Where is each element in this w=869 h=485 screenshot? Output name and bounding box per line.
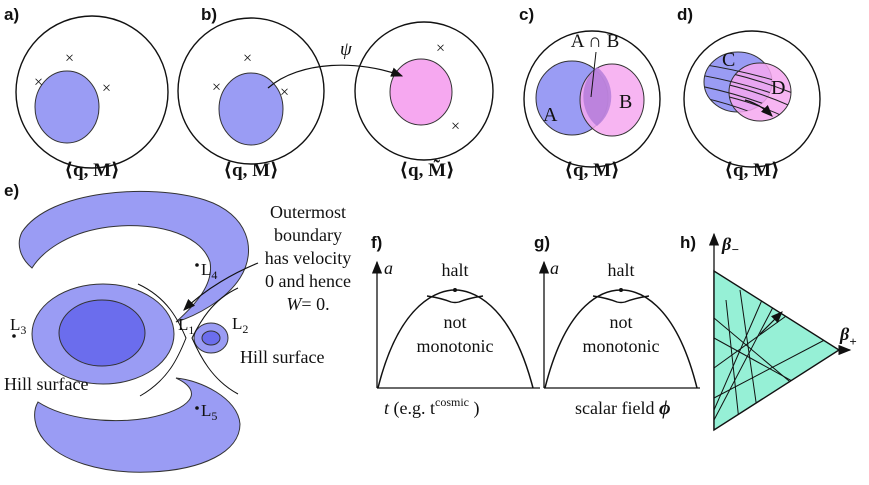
cross-mark: × [451,118,460,135]
panel-g-label: g) [534,233,550,252]
cross-mark: × [280,84,289,101]
lagrange-l2-label: L2 [232,314,248,336]
target-region [390,59,452,125]
hill-surface-label-left: Hill surface [4,374,88,394]
panel-e-label: e) [4,181,19,200]
peak-label: halt [442,260,469,280]
panel-c-label: c) [519,5,534,24]
y-axis-label: a [384,258,393,278]
cross-mark: × [65,50,74,67]
small-hill-inner [202,331,220,345]
set-d-label: D [771,77,785,99]
panel-c: c) A B A ∩ B ⟨q, M⟩ [519,5,660,181]
panel-h-label: h) [680,233,696,252]
panel-f-label: f) [371,233,382,252]
peak-label: halt [608,260,635,280]
set-b-label: B [619,91,632,113]
x-axis-label: t (e.g. tcosmic ) [384,395,480,419]
peak-dot [453,288,457,292]
cross-mark: × [34,74,43,91]
note-line-2: monotonic [583,336,660,356]
target-tuple-label: ⟨q, M̃⟩ [399,160,454,181]
billiard-triangle [714,271,839,430]
brace [593,296,649,303]
cross-mark: × [102,80,111,97]
source-tuple-label: ⟨q, M⟩ [223,160,278,181]
map-symbol: ψ [340,39,353,60]
set-c-label: C [722,49,735,71]
tuple-label: ⟨q, M⟩ [724,160,779,181]
boundary-note-line-2: boundary [274,225,342,245]
panel-a: a) × × × ⟨q, M⟩ [4,5,168,181]
cross-mark: × [436,40,445,57]
subset-region [35,71,99,143]
lagrange-l3-label: L3 [10,315,26,337]
panel-h: h) β− β+ [680,233,857,430]
note-line-2: monotonic [417,336,494,356]
tuple-label: ⟨q, M⟩ [64,160,119,181]
y-axis-label: a [550,258,559,278]
panel-a-label: a) [4,5,19,24]
inner-hill-region [59,300,145,366]
set-a-label: A [543,104,558,126]
note-line-1: not [609,312,632,332]
panel-f: f) a halt not monotonic t (e.g. tcosmic … [371,233,540,419]
boundary-note-line-4: 0 and hence [265,271,351,291]
lagrange-point-dot [195,263,199,267]
brace [427,296,483,303]
panel-b: b) × × × ⟨q, M⟩ × × ⟨q, M̃⟩ ψ [178,5,493,181]
cross-mark: × [212,79,221,96]
boundary-note-line-5: W= 0. [286,294,329,314]
peak-dot [619,288,623,292]
lagrange-point-dot [195,406,199,410]
lagrange-point-dot [12,334,16,338]
cross-mark: × [243,50,252,67]
beta-plus-label: β+ [839,324,857,349]
panel-d-label: d) [677,5,693,24]
tuple-label: ⟨q, M⟩ [564,160,619,181]
panel-b-label: b) [201,5,217,24]
boundary-note-line-3: has velocity [265,248,351,268]
panel-d: d) C D ⟨q, M⟩ [677,5,820,181]
lagrange-l1-label: L1 [178,315,194,337]
boundary-note-line-1: Outermost [270,202,346,222]
beta-minus-label: β− [721,234,739,257]
intersection-label: A ∩ B [571,31,620,52]
hill-surface-label-right: Hill surface [240,347,324,367]
panel-g: g) a halt not monotonic scalar field ϕ [534,233,700,419]
x-axis-label: scalar field ϕ [575,397,671,419]
note-line-1: not [443,312,466,332]
panel-e: e) L4 L1 L2 L3 L5 Outermost boundary has… [4,181,351,472]
